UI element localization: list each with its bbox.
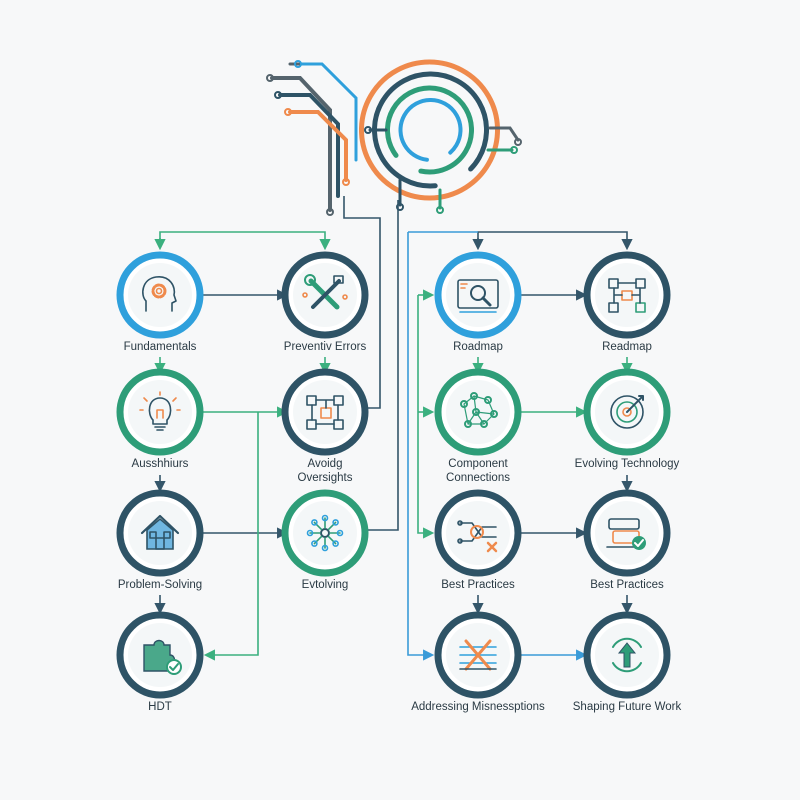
node-label-line: Readmap (602, 341, 652, 353)
node-label-fundamentals: Fundamentals (70, 340, 250, 354)
network-boxes-icon (306, 395, 344, 430)
node-label-line: Fundamentals (123, 341, 197, 353)
node-label-line: HDT (148, 701, 172, 713)
node-label-best-practices-2: Best Practices (537, 578, 717, 592)
upload-cycle-icon (612, 637, 642, 673)
node-evolving-technology (583, 368, 671, 456)
node-label-line: Problem-Solving (117, 579, 203, 591)
node-roadmap-1 (434, 251, 522, 339)
node-label-preventive-errors: Preventiv Errors (235, 340, 415, 354)
node-evolving (281, 489, 369, 577)
node-label-roadmap-1: Roadmap (388, 340, 568, 354)
house-icon (140, 514, 180, 550)
circuit-x-icon (457, 520, 498, 553)
node-label-shaping-future-work: Shaping Future Work (537, 700, 717, 714)
node-label-addressing-misconceptions: Addressing Misnessptions (388, 700, 568, 714)
tools-icon (302, 274, 348, 310)
connectors (154, 196, 633, 661)
node-label-line: Oversights (297, 472, 353, 484)
node-label-line: Avoidg (307, 458, 343, 470)
node-label-line: Connections (446, 472, 510, 484)
hub-icon (306, 514, 344, 552)
node-label-best-practices-1: Best Practices (388, 578, 568, 592)
node-label-line: Roadmap (453, 341, 503, 353)
node-shaping-future-work (583, 611, 671, 699)
node-assumptions (116, 368, 204, 456)
circuit-ten-logo (266, 59, 522, 216)
node-label-line: Addressing Misnessptions (411, 701, 545, 713)
node-label-evolving: Evtolving (235, 578, 415, 592)
target-icon (610, 395, 644, 429)
node-problem-solving (116, 489, 204, 577)
puzzle-check-icon (143, 639, 182, 675)
node-network-icon (460, 392, 498, 428)
node-label-assumptions: Ausshhiurs (70, 457, 250, 471)
node-hdt (116, 611, 204, 699)
lightbulb-icon (139, 391, 181, 431)
crossed-wires-icon (459, 639, 497, 671)
node-best-practices-1 (434, 489, 522, 577)
node-label-roadmap-2: Readmap (537, 340, 717, 354)
node-label-line: Evolving Technology (574, 458, 680, 470)
machine-check-icon (606, 518, 646, 550)
flowchart-icon (608, 278, 646, 313)
node-label-hdt: HDT (70, 700, 250, 714)
node-label-evolving-technology: Evolving Technology (537, 457, 717, 471)
head-gear-icon (142, 276, 177, 312)
node-label-line: Best Practices (590, 579, 664, 591)
node-roadmap-2 (583, 251, 671, 339)
node-label-line: Ausshhiurs (131, 458, 189, 470)
node-label-line: Preventiv Errors (283, 341, 367, 353)
node-label-line: Shaping Future Work (572, 701, 682, 713)
node-label-line: Evtolving (301, 579, 349, 591)
node-label-line: Component (448, 458, 508, 470)
node-label-line: Best Practices (441, 579, 515, 591)
node-component-connections (434, 368, 522, 456)
node-label-problem-solving: Problem-Solving (70, 578, 250, 592)
node-fundamentals (116, 251, 204, 339)
node-addressing-misconceptions (434, 611, 522, 699)
node-best-practices-2 (583, 489, 671, 577)
node-avoiding-oversights (281, 368, 369, 456)
magnifier-screen-icon (457, 279, 499, 313)
node-preventive-errors (281, 251, 369, 339)
